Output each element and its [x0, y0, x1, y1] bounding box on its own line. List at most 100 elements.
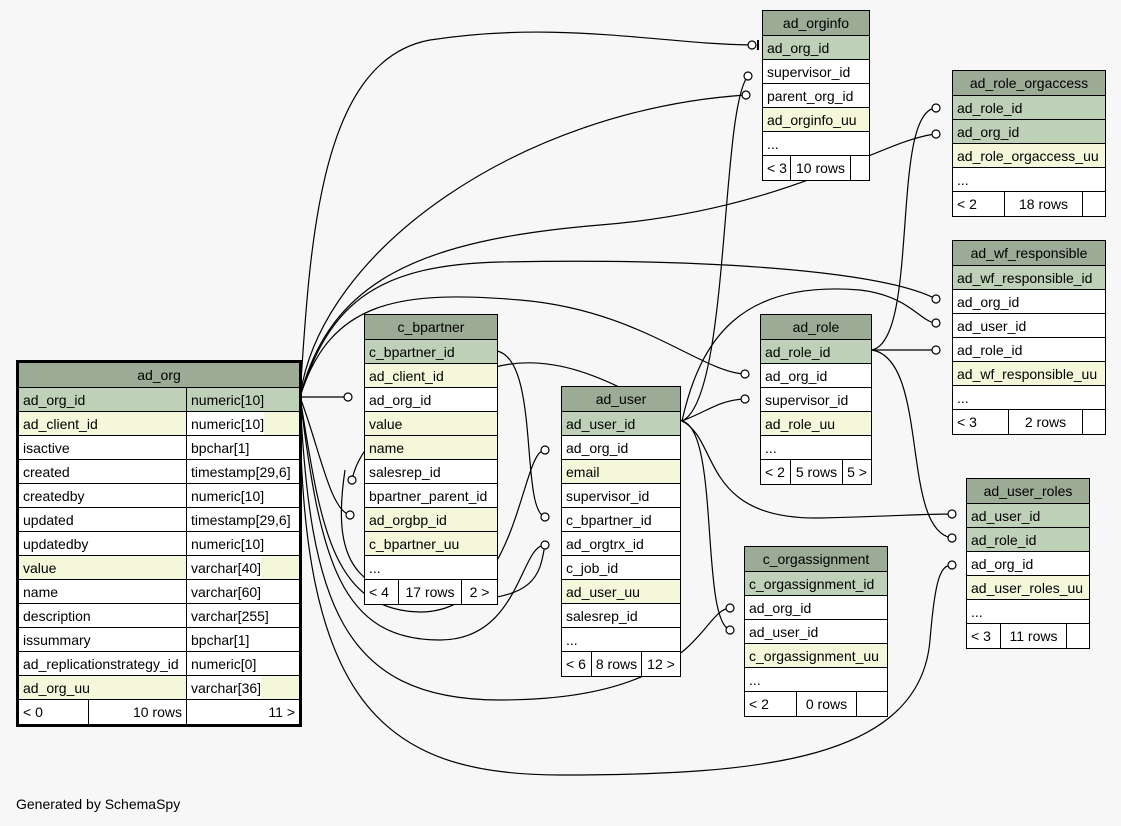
- table-row: ad_wf_responsible_uu: [953, 362, 1105, 386]
- edge-orginfo-org: [299, 31, 753, 398]
- table-row: c_bpartner_id: [562, 508, 680, 532]
- table-row: ad_user_id: [953, 314, 1105, 338]
- table-row: ad_orgbp_id: [365, 508, 497, 532]
- table-title: ad_orginfo: [763, 11, 869, 36]
- table-title: ad_wf_responsible: [953, 241, 1105, 266]
- children-count: [1083, 410, 1105, 434]
- row-count: 10 rows: [791, 156, 851, 180]
- generated-by-footer: Generated by SchemaSpy: [16, 796, 181, 812]
- table-row: ad_role_id: [953, 338, 1105, 362]
- children-count: 12 >: [647, 656, 675, 672]
- table-row: ad_org_id: [953, 120, 1105, 144]
- table-title: c_bpartner: [365, 315, 497, 340]
- edge-roleorg-role: [871, 107, 937, 351]
- table-row: ad_user_id: [562, 412, 680, 436]
- table-row: c_bpartner_uu: [365, 532, 497, 556]
- table-row: ad_role_id: [761, 340, 871, 364]
- row-count: 5 rows: [791, 460, 843, 484]
- children-count: [1083, 192, 1105, 216]
- row-count: 17 rows: [399, 580, 462, 604]
- table-row: ad_orgtrx_id: [562, 532, 680, 556]
- row-count: 8 rows: [592, 652, 642, 676]
- table-title: c_orgassignment: [745, 547, 887, 572]
- children-count: 11 >: [268, 704, 295, 720]
- parents-count: < 2: [953, 192, 1005, 216]
- table-ad-role[interactable]: ad_role ad_role_id ad_org_id supervisor_…: [760, 314, 872, 485]
- table-row: ad_user_id: [745, 620, 887, 644]
- table-row: ad_org_id: [745, 596, 887, 620]
- children-count: [1067, 624, 1089, 648]
- table-row: c_job_id: [562, 556, 680, 580]
- edge-orgassign-org: [299, 396, 731, 701]
- parents-count: < 3: [967, 624, 1001, 648]
- parents-count: < 3: [763, 156, 791, 180]
- table-row: ad_org_id: [365, 388, 497, 412]
- table-c-bpartner[interactable]: c_bpartner c_bpartner_id ad_client_id ad…: [364, 314, 498, 605]
- table-row: ...: [953, 168, 1105, 192]
- table-row: bpartner_parent_id: [365, 484, 497, 508]
- table-row: ad_org_id: [763, 36, 869, 60]
- table-ad-wf-responsible[interactable]: ad_wf_responsible ad_wf_responsible_id a…: [952, 240, 1106, 435]
- table-row: ad_user_id: [967, 504, 1089, 528]
- table-ad-user[interactable]: ad_user ad_user_id ad_org_id email super…: [561, 386, 681, 677]
- edge-userroles-org: [299, 396, 953, 776]
- edge-orginfo-supervisor: [681, 75, 749, 422]
- table-row: ad_org_id: [761, 364, 871, 388]
- table-c-orgassignment[interactable]: c_orgassignment c_orgassignment_id ad_or…: [744, 546, 888, 717]
- parents-count: < 2: [745, 692, 797, 716]
- table-row: name: [365, 436, 497, 460]
- parents-count: < 0: [19, 700, 89, 724]
- edge-role-user: [681, 398, 746, 422]
- table-footer: < 2 5 rows 5 >: [761, 460, 871, 484]
- edge-bp-orgbp: [299, 396, 351, 516]
- table-row: ...: [365, 556, 497, 580]
- table-footer: < 3 10 rows: [763, 156, 869, 180]
- table-ad-role-orgaccess[interactable]: ad_role_orgaccess ad_role_id ad_org_id a…: [952, 70, 1106, 217]
- table-footer: < 0 10 rows 11 >: [19, 700, 299, 724]
- table-row: parent_org_id: [763, 84, 869, 108]
- table-row: ad_orginfo_uu: [763, 108, 869, 132]
- table-footer: < 2 0 rows: [745, 692, 887, 716]
- table-ad-user-roles[interactable]: ad_user_roles ad_user_id ad_role_id ad_o…: [966, 478, 1090, 649]
- table-row: c_bpartner_id: [365, 340, 497, 364]
- table-row: c_orgassignment_uu: [745, 644, 887, 668]
- table-row: supervisor_id: [761, 388, 871, 412]
- table-row: ad_user_roles_uu: [967, 576, 1089, 600]
- table-title: ad_user: [562, 387, 680, 412]
- table-footer: < 2 18 rows: [953, 192, 1105, 216]
- edge-wf-org: [299, 260, 937, 398]
- table-row: ad_client_id: [365, 364, 497, 388]
- table-ad-orginfo[interactable]: ad_orginfo ad_org_id supervisor_id paren…: [762, 10, 870, 181]
- table-title: ad_org: [19, 363, 299, 388]
- table-row: ad_role_orgaccess_uu: [953, 144, 1105, 168]
- parents-count: < 6: [562, 652, 592, 676]
- children-count: 2 >: [469, 584, 490, 600]
- table-row: value: [365, 412, 497, 436]
- table-footer: < 4 17 rows 2 >: [365, 580, 497, 604]
- parents-count: < 2: [761, 460, 791, 484]
- table-row: ad_role_uu: [761, 412, 871, 436]
- row-count: 11 rows: [1001, 624, 1067, 648]
- table-row: ad_wf_responsible_id: [953, 266, 1105, 290]
- table-row: supervisor_id: [763, 60, 869, 84]
- table-footer: < 3 2 rows: [953, 410, 1105, 434]
- table-title: ad_user_roles: [967, 479, 1089, 504]
- table-row: salesrep_id: [562, 604, 680, 628]
- table-row: ...: [562, 628, 680, 652]
- edge-userroles-role: [871, 349, 953, 539]
- table-row: salesrep_id: [365, 460, 497, 484]
- edge-orginfo-parent: [299, 94, 747, 398]
- edge-userroles-user: [681, 420, 953, 519]
- table-footer: < 6 8 rows 12 >: [562, 652, 680, 676]
